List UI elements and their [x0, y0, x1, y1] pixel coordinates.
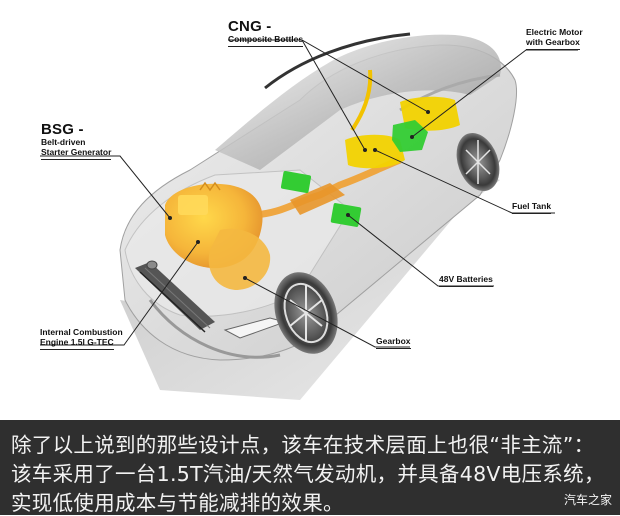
- engine-block: [165, 181, 271, 290]
- callout-cng: CNG - Composite Bottles: [228, 18, 304, 48]
- caption-band: 除了以上说到的那些设计点，该车在技术层面上也很“非主流”： 该车采用了一台1.5…: [0, 420, 620, 515]
- electric-motor: [392, 120, 428, 152]
- rear-wheel: [456, 132, 500, 192]
- battery-1: [280, 171, 312, 193]
- bsg-heading: BSG -: [41, 121, 84, 138]
- diagram-area: CNG - Composite Bottles Electric Motor w…: [40, 18, 583, 400]
- callout-bsg: BSG - Belt-driven Starter Generator: [41, 121, 112, 160]
- car-roof: [215, 34, 501, 171]
- fuel-tank-label: Fuel Tank: [512, 201, 552, 214]
- bsg-line1: Belt-driven: [41, 137, 86, 148]
- electric-motor-line2: with Gearbox: [526, 37, 580, 50]
- watermark-logo: 汽车之家: [563, 493, 612, 507]
- caption-line-3: 实现低使用成本与节能减排的效果。: [11, 491, 344, 515]
- ice-line1: Internal Combustion: [40, 327, 123, 337]
- batteries-label: 48V Batteries: [439, 274, 493, 287]
- front-wheel: [274, 272, 338, 354]
- callout-ice: Internal Combustion Engine 1.5l G-TEC: [40, 327, 123, 350]
- car-cutaway-illustration: [40, 32, 578, 400]
- cng-subtitle: Composite Bottles: [228, 34, 304, 48]
- bsg-line2: Starter Generator: [41, 147, 112, 160]
- cng-heading: CNG -: [228, 18, 272, 35]
- electric-motor-line1: Electric Motor: [526, 27, 583, 37]
- callout-electric-motor: Electric Motor with Gearbox: [526, 27, 583, 50]
- callout-48v-batteries: 48V Batteries: [439, 274, 493, 287]
- ice-line2: Engine 1.5l G-TEC: [40, 337, 114, 350]
- callout-gearbox: Gearbox: [376, 336, 411, 349]
- caption-line-2: 该车采用了一台1.5T汽油/天然气发动机，并具备48V电压系统，: [11, 462, 605, 486]
- caption-line-1: 除了以上说到的那些设计点，该车在技术层面上也很“非主流”：: [11, 433, 595, 457]
- callout-fuel-tank: Fuel Tank: [512, 201, 552, 214]
- gearbox-label: Gearbox: [376, 336, 411, 349]
